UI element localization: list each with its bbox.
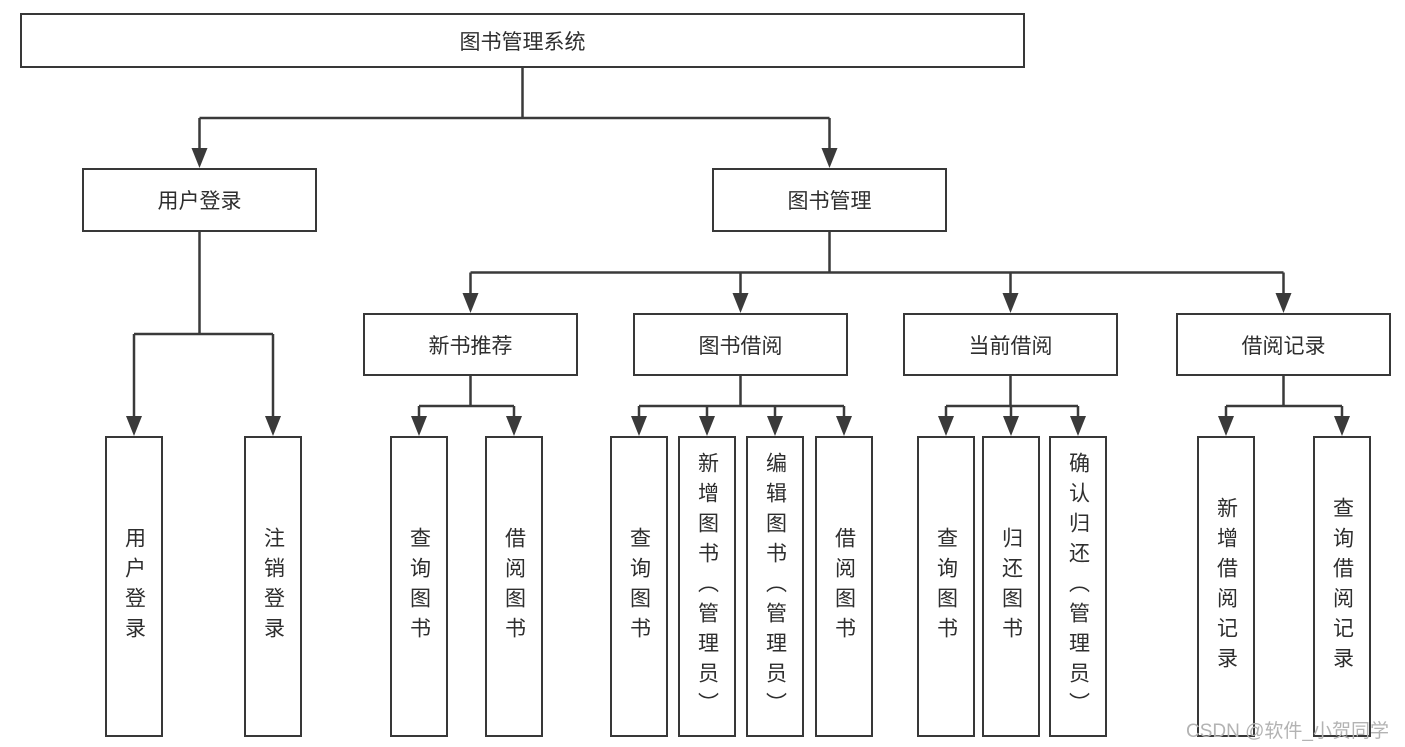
- leaf-return-books: 归还图书: [982, 436, 1040, 737]
- node-label: 新增图书（管理员）: [695, 451, 719, 722]
- edge-bookborrow-split: [637, 376, 846, 416]
- node-label: 查询借阅记录: [1330, 496, 1354, 677]
- leaf-query-books-current: 查询图书: [917, 436, 975, 737]
- node-label: 编辑图书（管理员）: [763, 451, 787, 722]
- leaf-edit-books-admin: 编辑图书（管理员）: [746, 436, 804, 737]
- leaf-query-books-borrow: 查询图书: [610, 436, 668, 737]
- node-current-borrow: 当前借阅: [903, 313, 1118, 376]
- edge-bookmgmt-split: [469, 232, 1285, 293]
- leaf-add-borrow-record: 新增借阅记录: [1197, 436, 1255, 737]
- node-label: 新增借阅记录: [1214, 496, 1238, 677]
- node-label: 图书借阅: [698, 334, 783, 358]
- node-label: 用户登录: [157, 190, 242, 213]
- arrowheads: [126, 148, 1350, 436]
- node-label: 当前借阅: [968, 334, 1053, 358]
- node-borrow-records: 借阅记录: [1176, 313, 1391, 376]
- leaf-borrow-books: 借阅图书: [815, 436, 873, 737]
- node-label: 借阅图书: [832, 526, 856, 647]
- leaf-confirm-return-admin: 确认归还（管理员）: [1049, 436, 1107, 737]
- leaf-add-books-admin: 新增图书（管理员）: [678, 436, 736, 737]
- edge-root-split: [198, 68, 831, 148]
- leaf-query-books-recommend: 查询图书: [390, 436, 448, 737]
- node-label: 确认归还（管理员）: [1066, 451, 1090, 722]
- node-new-book-recommend: 新书推荐: [363, 313, 578, 376]
- edge-newbooks-split: [417, 376, 516, 416]
- node-label: 查询图书: [627, 526, 651, 647]
- edge-userlogin-split: [132, 232, 275, 416]
- csdn-watermark: CSDN @软件_小贺同学: [1186, 721, 1389, 742]
- leaf-user-login: 用户登录: [105, 436, 163, 737]
- node-book-borrow: 图书借阅: [633, 313, 848, 376]
- node-book-management: 图书管理: [712, 168, 947, 232]
- node-label: 图书管理: [787, 190, 872, 213]
- node-user-login: 用户登录: [82, 168, 317, 232]
- node-label: 借阅图书: [502, 526, 526, 647]
- node-label: 查询图书: [407, 526, 431, 647]
- node-label: 借阅记录: [1241, 334, 1326, 358]
- edge-records-split: [1224, 376, 1344, 416]
- node-label: 注销登录: [261, 526, 285, 647]
- leaf-query-borrow-record: 查询借阅记录: [1313, 436, 1371, 737]
- node-label: 查询图书: [934, 526, 958, 647]
- leaf-logout: 注销登录: [244, 436, 302, 737]
- node-label: 用户登录: [122, 526, 146, 647]
- node-label: 新书推荐: [428, 334, 513, 358]
- leaf-borrow-books-recommend: 借阅图书: [485, 436, 543, 737]
- node-root-system: 图书管理系统: [20, 13, 1025, 68]
- node-label: 归还图书: [999, 526, 1023, 647]
- edge-currentborrow-split: [944, 376, 1080, 416]
- node-label: 图书管理系统: [459, 30, 586, 54]
